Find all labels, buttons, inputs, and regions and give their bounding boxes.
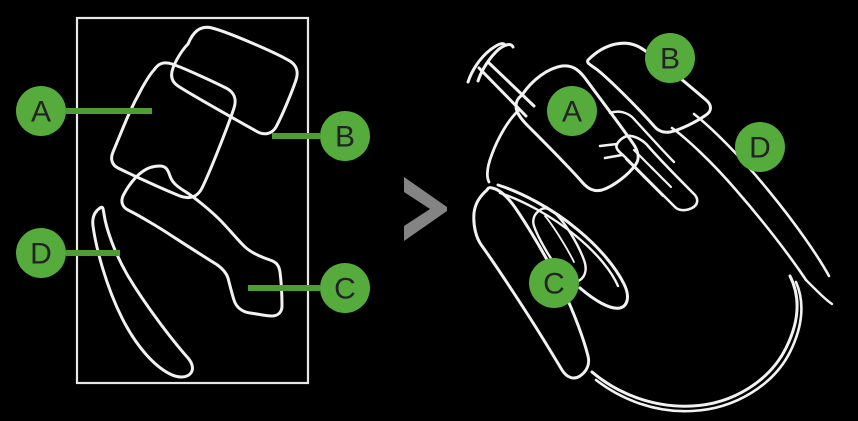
callout-badge-c-left-label: C xyxy=(334,273,356,306)
callout-badge-b-left[interactable]: B xyxy=(320,111,370,161)
mouse-right-button-outline xyxy=(586,41,712,134)
grip-piece-c-outline xyxy=(120,164,284,318)
callout-badge-c-left[interactable]: C xyxy=(320,263,370,313)
mouse-cable xyxy=(466,42,507,84)
mouse-drawing xyxy=(466,41,834,413)
mouse-cable-connector-2 xyxy=(486,60,536,108)
callout-badge-d-left[interactable]: D xyxy=(16,228,66,278)
callout-badge-d-left-label: D xyxy=(30,238,52,271)
grip-piece-b-outline xyxy=(170,25,299,136)
mouse-left-button-outline xyxy=(514,64,640,193)
mouse-left-flank xyxy=(485,108,521,184)
grip-tape-sheet-frame xyxy=(75,16,310,385)
callout-badge-a-right[interactable]: A xyxy=(547,86,597,136)
callout-badge-b-left-label: B xyxy=(335,121,355,154)
callout-badge-c-right[interactable]: C xyxy=(529,258,579,308)
callout-badge-a-left-label: A xyxy=(31,96,51,129)
mouse-right-seam-2 xyxy=(692,112,831,278)
mouse-thumb-button-inner-line xyxy=(544,215,575,263)
mouse-cable-connector xyxy=(477,66,528,118)
callout-badge-b-right[interactable]: B xyxy=(645,33,695,83)
mouse-tail-taper xyxy=(804,278,834,306)
mouse-scroll-wheel-ridge-4 xyxy=(641,174,665,198)
callout-badge-a-left[interactable]: A xyxy=(16,86,66,136)
mouse-side-skirt xyxy=(496,183,629,310)
mouse-left-button-seam xyxy=(608,110,676,164)
mouse-thumb-rest-outline xyxy=(472,186,591,380)
callout-badge-d-right[interactable]: D xyxy=(735,122,785,172)
chevron-right-icon xyxy=(404,177,447,241)
callout-badge-a-right-label: A xyxy=(562,96,582,129)
callout-badge-d-right-label: D xyxy=(749,132,771,165)
mouse-wheel-neck-2 xyxy=(603,153,624,160)
mouse-body-silhouette xyxy=(590,274,799,408)
grip-piece-a-outline xyxy=(110,61,237,200)
callout-badge-b-right-label: B xyxy=(660,43,680,76)
mouse-right-seam xyxy=(670,126,808,282)
mouse-wheel-neck xyxy=(598,142,619,148)
mouse-body-silhouette-2 xyxy=(594,280,803,413)
callout-badge-c-right-label: C xyxy=(543,268,565,301)
mouse-scroll-wheel-ridge-2 xyxy=(649,165,673,189)
mouse-side-skirt-2 xyxy=(498,191,620,288)
